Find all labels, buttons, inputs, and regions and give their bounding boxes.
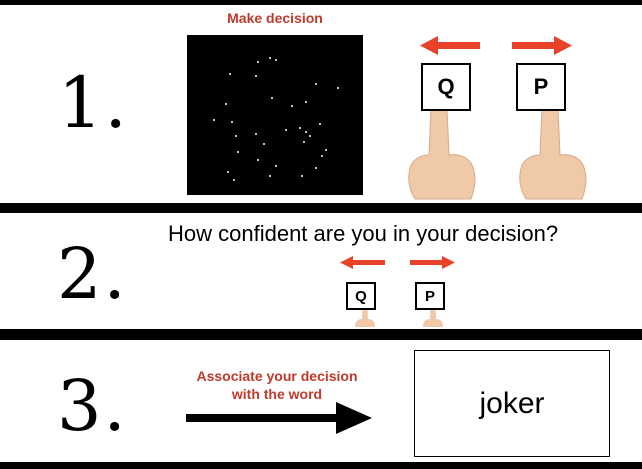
key-p: P <box>516 63 566 111</box>
right-arrow-icon <box>410 256 455 269</box>
left-arrow-icon <box>340 256 385 269</box>
stimulus-dot <box>235 135 237 137</box>
step-3-panel: 3. Associate your decision with the word… <box>0 340 642 462</box>
stimulus-dot <box>319 123 321 125</box>
stimulus-dot <box>305 131 307 133</box>
stimulus-dot <box>301 175 303 177</box>
stimulus-dot <box>315 167 317 169</box>
key-q: Q <box>346 282 376 310</box>
stimulus-dot <box>337 87 339 89</box>
stimulus-dot <box>321 155 323 157</box>
stimulus-dot <box>269 57 271 59</box>
step-2-panel: 2. How confident are you in your decisio… <box>0 213 642 329</box>
stimulus-dot <box>299 127 301 129</box>
stimulus-dot <box>285 129 287 131</box>
black-arrow-icon <box>186 402 372 434</box>
stimulus-dot <box>275 165 277 167</box>
step-2-number: 2. <box>57 233 128 315</box>
stimulus-dot <box>255 133 257 135</box>
key-p: P <box>415 282 445 310</box>
stimulus-dot <box>271 97 273 99</box>
stimulus-dot <box>315 83 317 85</box>
stimulus-dot <box>269 175 271 177</box>
pointing-finger-icon <box>423 299 443 327</box>
left-arrow-icon <box>420 36 480 55</box>
target-word: joker <box>479 386 545 420</box>
right-arrow-icon <box>512 36 572 55</box>
stimulus-dot <box>257 61 259 63</box>
associate-instruction: Associate your decision with the word <box>166 367 388 403</box>
pointing-finger-icon <box>355 299 375 327</box>
stimulus-dot <box>255 75 257 77</box>
stimulus-dot <box>263 143 265 145</box>
stimulus-dot <box>225 103 227 105</box>
stimulus-dot <box>237 151 239 153</box>
stimulus-dot <box>291 105 293 107</box>
step-1-panel: 1. Make decision Q P <box>0 5 642 203</box>
pointing-finger-icon <box>519 103 587 200</box>
stimulus-dot <box>325 149 327 151</box>
stimulus-dot <box>233 179 235 181</box>
step-3-number: 3. <box>57 365 128 447</box>
stimulus-dot <box>227 171 229 173</box>
instruction-line-1: Associate your decision <box>196 368 358 384</box>
stimulus-dot <box>275 59 277 61</box>
stimulus-dot <box>229 73 231 75</box>
stimulus-dot <box>213 119 215 121</box>
instruction-line-2: with the word <box>231 386 323 402</box>
confidence-question: How confident are you in your decision? <box>168 221 559 246</box>
key-q: Q <box>421 63 471 111</box>
word-box: joker <box>414 350 610 457</box>
dot-stimulus <box>187 35 363 195</box>
stimulus-dot <box>303 141 305 143</box>
step-1-number: 1. <box>58 62 129 144</box>
pointing-finger-icon <box>408 103 476 200</box>
stimulus-dot <box>257 159 259 161</box>
stimulus-dot <box>309 135 311 137</box>
stimulus-dot <box>305 101 307 103</box>
step-1-title: Make decision <box>227 10 323 26</box>
stimulus-dot <box>231 121 233 123</box>
